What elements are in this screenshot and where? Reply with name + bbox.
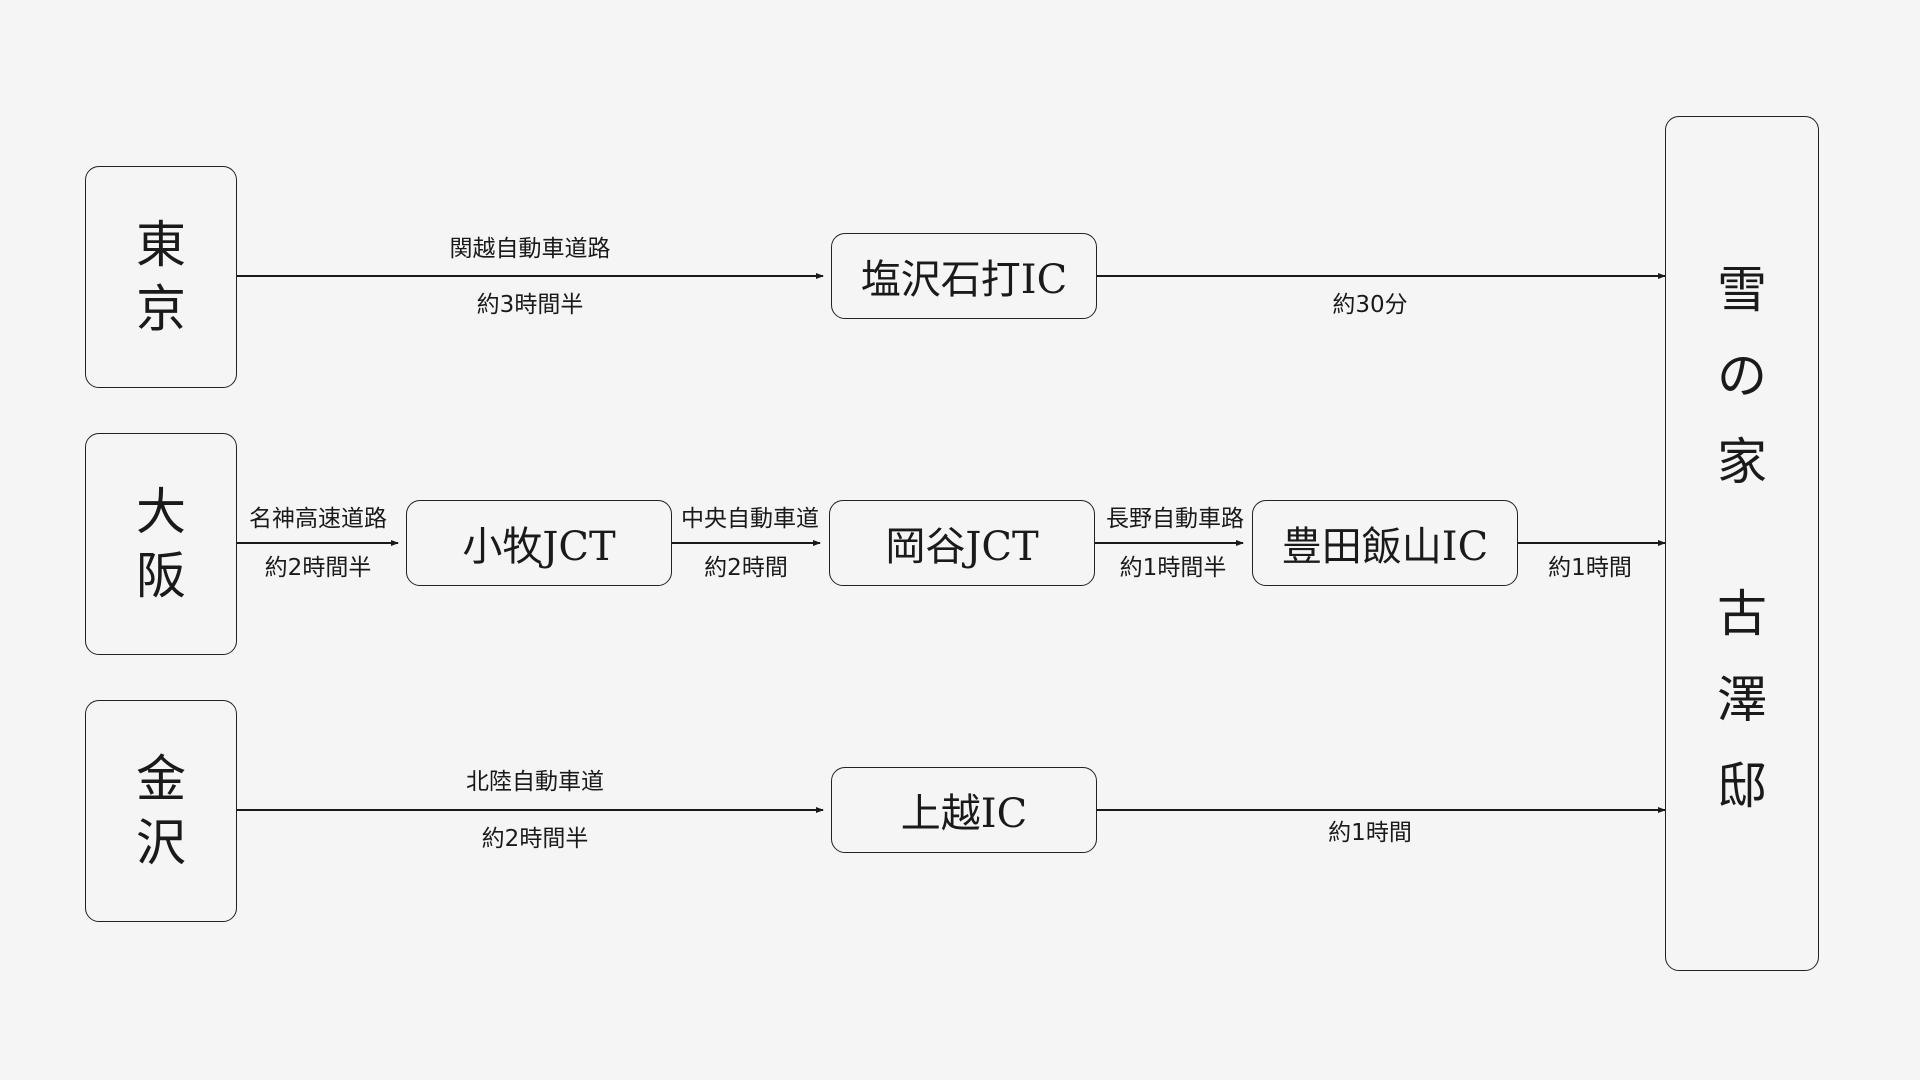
node-toyota-iiyama-ic: 豊田飯山IC <box>1252 500 1518 586</box>
origin-osaka-char-1: 大 <box>136 483 186 541</box>
node-okaya-jct: 岡谷JCT <box>829 500 1095 586</box>
node-joetsu-ic: 上越IC <box>831 767 1097 853</box>
origin-kanazawa: 金 沢 <box>85 700 237 922</box>
destination-char-1: 雪 <box>1717 261 1767 319</box>
origin-tokyo-char-1: 東 <box>136 216 186 274</box>
route-kanazawa-joetsu-time: 約2時間半 <box>481 826 589 852</box>
route-komaki-okaya-time: 約2時間 <box>704 555 788 581</box>
route-okaya-toyota-road: 長野自動車路 <box>1106 506 1244 532</box>
origin-osaka: 大 阪 <box>85 433 237 655</box>
node-shiozawa-ishiuchi-ic: 塩沢石打IC <box>831 233 1097 319</box>
route-toyota-dest-time: 約1時間 <box>1548 555 1632 581</box>
route-joetsu-dest-time: 約1時間 <box>1328 820 1412 846</box>
node-komaki-jct: 小牧JCT <box>406 500 672 586</box>
destination-char-2: の <box>1717 347 1767 405</box>
destination-char-4: 古 <box>1717 585 1767 643</box>
origin-kanazawa-char-1: 金 <box>136 750 186 808</box>
origin-tokyo-char-2: 京 <box>136 280 186 338</box>
origin-kanazawa-char-2: 沢 <box>136 814 186 872</box>
route-tokyo-shiozawa-road: 関越自動車道路 <box>449 236 611 262</box>
destination-furusawa-residence: 雪 の 家 古 澤 邸 <box>1665 116 1819 971</box>
route-shiozawa-dest-time: 約30分 <box>1332 292 1408 318</box>
route-osaka-komaki-road: 名神高速道路 <box>249 506 387 532</box>
destination-char-3: 家 <box>1717 433 1767 491</box>
route-okaya-toyota-time: 約1時間半 <box>1119 555 1227 581</box>
route-kanazawa-joetsu-road: 北陸自動車道 <box>466 769 604 795</box>
route-osaka-komaki-time: 約2時間半 <box>264 555 372 581</box>
origin-osaka-char-2: 阪 <box>136 547 186 605</box>
origin-tokyo: 東 京 <box>85 166 237 388</box>
destination-char-5: 澤 <box>1717 671 1767 729</box>
route-komaki-okaya-road: 中央自動車道 <box>681 506 819 532</box>
route-tokyo-shiozawa-time: 約3時間半 <box>476 292 584 318</box>
destination-char-6: 邸 <box>1717 757 1767 815</box>
